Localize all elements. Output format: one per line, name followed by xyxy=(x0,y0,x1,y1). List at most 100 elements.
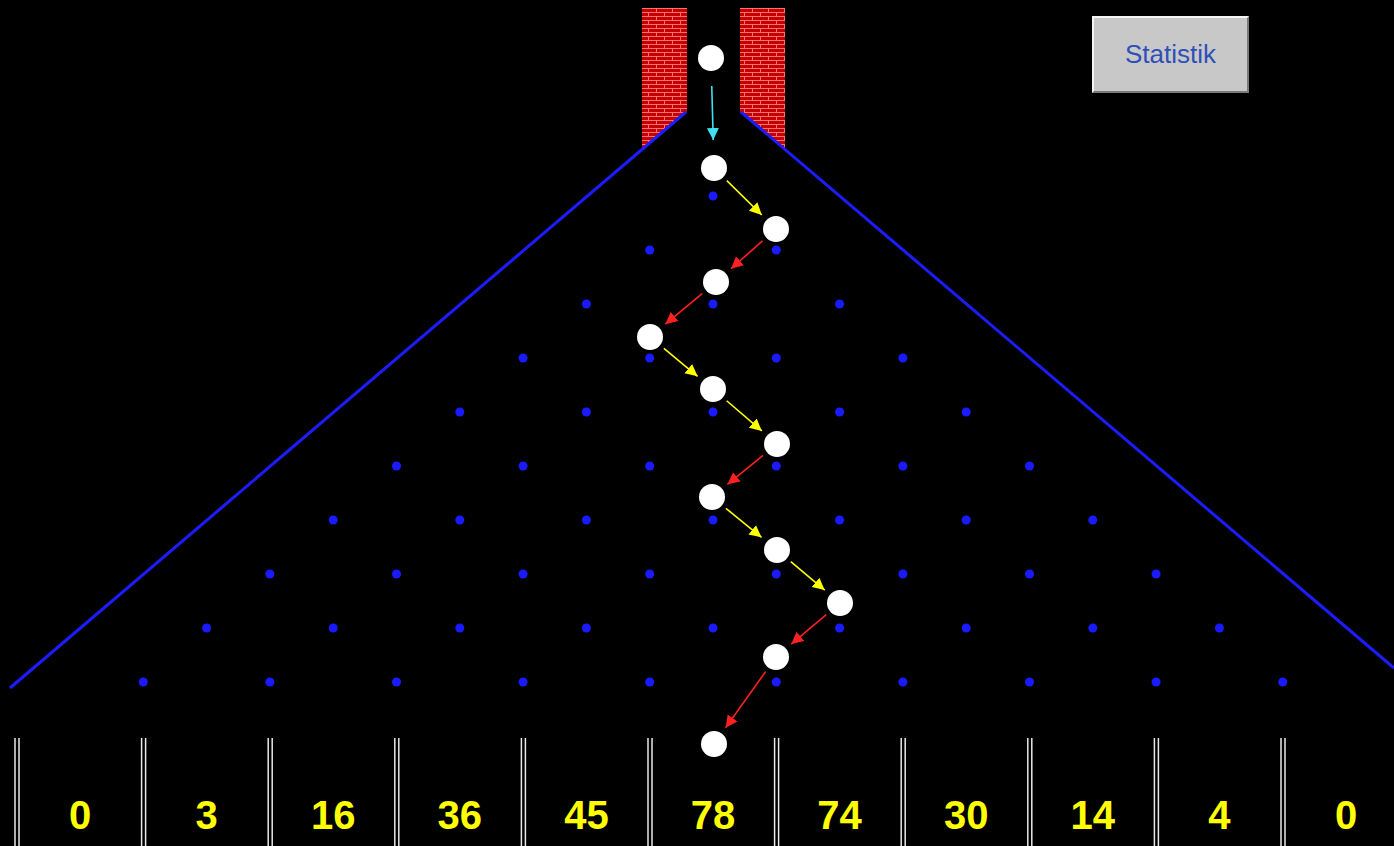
peg xyxy=(265,570,274,579)
ball xyxy=(827,590,853,616)
bin-count: 14 xyxy=(1033,792,1153,838)
peg xyxy=(835,408,844,417)
bin-divider xyxy=(142,738,146,846)
peg xyxy=(772,246,781,255)
peg xyxy=(1025,678,1034,687)
peg xyxy=(265,678,274,687)
path-arrow xyxy=(728,455,764,484)
peg xyxy=(392,678,401,687)
ball xyxy=(764,431,790,457)
bin-count: 16 xyxy=(273,792,393,838)
bin-divider xyxy=(268,738,272,846)
peg xyxy=(898,570,907,579)
peg xyxy=(772,462,781,471)
peg xyxy=(455,516,464,525)
ball xyxy=(698,45,724,71)
ball xyxy=(763,216,789,242)
ball xyxy=(700,376,726,402)
peg xyxy=(202,624,211,633)
peg xyxy=(139,678,148,687)
path-arrow xyxy=(727,401,762,431)
peg xyxy=(392,570,401,579)
peg xyxy=(582,408,591,417)
peg xyxy=(455,624,464,633)
path-arrow xyxy=(712,86,713,140)
bin-divider xyxy=(648,738,652,846)
path-arrow xyxy=(791,615,826,644)
ball xyxy=(764,537,790,563)
peg xyxy=(835,300,844,309)
peg xyxy=(645,246,654,255)
bin-divider xyxy=(395,738,399,846)
peg xyxy=(582,516,591,525)
peg xyxy=(519,678,528,687)
bin-divider xyxy=(1281,738,1285,846)
peg xyxy=(709,192,718,201)
peg xyxy=(519,354,528,363)
peg xyxy=(1215,624,1224,633)
ball xyxy=(701,155,727,181)
peg xyxy=(898,354,907,363)
bin-count: 36 xyxy=(400,792,520,838)
peg xyxy=(772,678,781,687)
peg xyxy=(392,462,401,471)
peg xyxy=(1152,570,1161,579)
peg xyxy=(772,354,781,363)
ball xyxy=(763,644,789,670)
path-arrow xyxy=(791,562,825,591)
brick-chimney xyxy=(740,8,785,148)
bin-count: 0 xyxy=(20,792,140,838)
peg xyxy=(519,462,528,471)
ball xyxy=(701,731,727,757)
path-arrow xyxy=(727,181,762,215)
bin-count: 4 xyxy=(1159,792,1279,838)
statistics-button: Statistik xyxy=(1092,16,1249,93)
peg xyxy=(582,624,591,633)
path-arrow xyxy=(665,294,702,325)
bin-divider xyxy=(1028,738,1032,846)
bin-count: 78 xyxy=(653,792,773,838)
peg xyxy=(645,570,654,579)
peg xyxy=(1025,462,1034,471)
peg xyxy=(709,624,718,633)
peg xyxy=(1025,570,1034,579)
peg xyxy=(582,300,591,309)
peg xyxy=(709,408,718,417)
peg xyxy=(962,408,971,417)
peg xyxy=(962,516,971,525)
peg xyxy=(645,354,654,363)
peg xyxy=(898,678,907,687)
bin-divider xyxy=(1154,738,1158,846)
peg xyxy=(519,570,528,579)
funnel-wall xyxy=(10,112,686,688)
peg xyxy=(1088,516,1097,525)
peg xyxy=(962,624,971,633)
peg xyxy=(772,570,781,579)
bin-count: 45 xyxy=(526,792,646,838)
peg xyxy=(709,516,718,525)
path-arrow xyxy=(731,241,763,269)
peg xyxy=(709,300,718,309)
peg xyxy=(645,678,654,687)
path-arrow xyxy=(664,348,698,376)
bin-divider xyxy=(775,738,779,846)
bin-count: 0 xyxy=(1286,792,1394,838)
path-arrow xyxy=(726,508,762,537)
funnel-wall xyxy=(741,112,1394,668)
ball xyxy=(637,324,663,350)
peg xyxy=(835,624,844,633)
bin-count: 74 xyxy=(780,792,900,838)
peg xyxy=(898,462,907,471)
bin-divider xyxy=(901,738,905,846)
bin-count: 30 xyxy=(906,792,1026,838)
brick-chimney xyxy=(642,8,687,148)
ball xyxy=(703,269,729,295)
peg xyxy=(835,516,844,525)
button-label: Statistik xyxy=(1125,39,1216,70)
peg xyxy=(455,408,464,417)
peg xyxy=(1152,678,1161,687)
bin-count: 3 xyxy=(147,792,267,838)
peg xyxy=(1278,678,1287,687)
peg xyxy=(1088,624,1097,633)
